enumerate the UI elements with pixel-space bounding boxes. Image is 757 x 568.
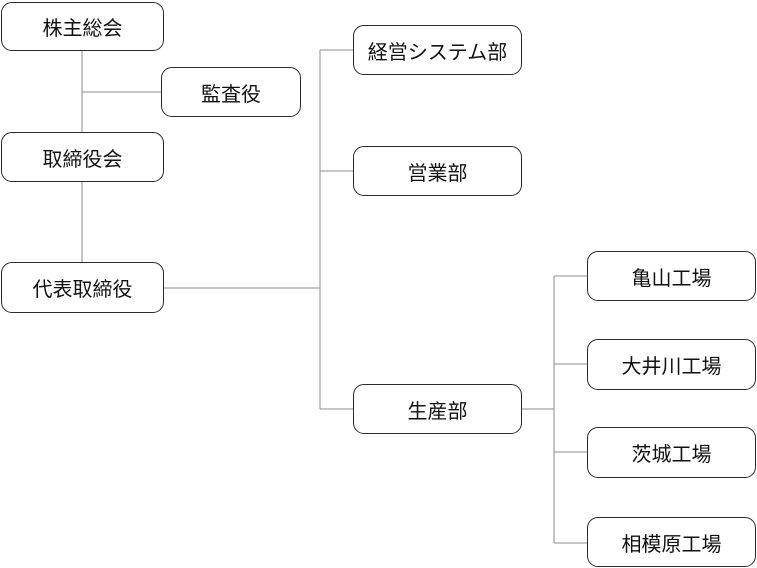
node-oigawa-factory: 大井川工場: [587, 339, 756, 390]
node-sagamihara-factory: 相模原工場: [587, 517, 756, 567]
node-kameyama-factory: 亀山工場: [587, 251, 756, 301]
node-sales-dept: 営業部: [353, 146, 522, 196]
node-production-dept: 生産部: [353, 384, 522, 434]
node-shareholders-meeting: 株主総会: [1, 2, 164, 51]
node-board-of-directors: 取締役会: [1, 132, 164, 182]
node-auditor: 監査役: [161, 67, 301, 117]
node-management-systems-dept: 経営システム部: [353, 25, 522, 75]
node-representative-director: 代表取締役: [1, 262, 164, 313]
node-ibaraki-factory: 茨城工場: [587, 427, 756, 478]
